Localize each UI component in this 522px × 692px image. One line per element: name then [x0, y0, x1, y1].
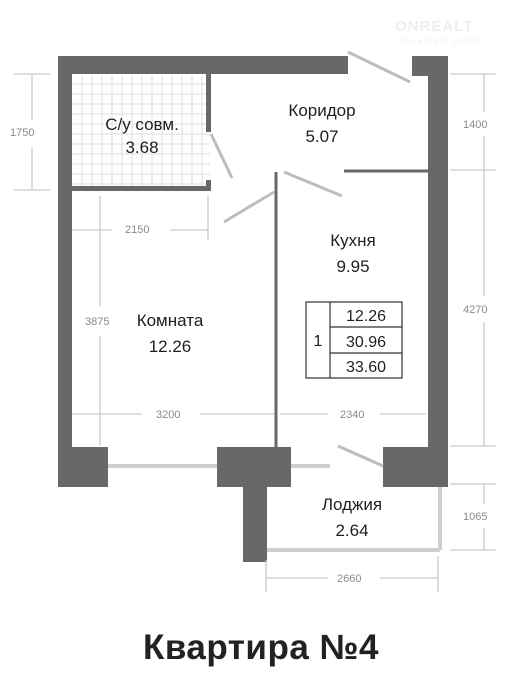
- bathroom-name: С/у совм.: [105, 115, 179, 134]
- loggia-name: Лоджия: [322, 495, 382, 514]
- bathroom-area: 3.68: [125, 138, 158, 157]
- bathroom-tiles: [72, 76, 210, 188]
- dimension-lines: [14, 73, 496, 592]
- corridor-name: Коридор: [288, 101, 355, 120]
- rooms-count: 1: [314, 333, 323, 350]
- left-wall: [58, 56, 72, 486]
- watermark-brand: ONREALT: [395, 18, 474, 35]
- living-area-value: 12.26: [346, 308, 386, 325]
- loggia-area: 2.64: [335, 521, 368, 540]
- bottom-right-pillar: [383, 447, 448, 487]
- dim-living-height: 3875: [85, 316, 109, 328]
- apartment-title: Квартира №4: [142, 628, 379, 667]
- bathroom-right-wall-upper: [206, 74, 211, 132]
- windows: [108, 464, 442, 552]
- loggia-left-wall: [243, 447, 267, 562]
- dim-bathroom-width: 2150: [125, 224, 149, 236]
- room-door: [223, 190, 275, 224]
- dim-loggia-width: 2660: [337, 573, 361, 585]
- bottom-left-pillar: [58, 447, 108, 487]
- living-room-area: 12.26: [149, 337, 192, 356]
- bathroom-bottom-wall: [72, 186, 210, 191]
- dim-corridor-height: 1400: [463, 119, 487, 131]
- kitchen-area: 9.95: [336, 257, 369, 276]
- top-wall: [58, 56, 348, 74]
- living-room-name: Комната: [137, 311, 204, 330]
- loggia-door: [337, 444, 384, 468]
- entrance-door: [347, 50, 411, 84]
- total-with-loggia-value: 33.60: [346, 359, 386, 376]
- total-area-value: 30.96: [346, 334, 386, 351]
- doors: [209, 50, 411, 468]
- dim-living-width: 3200: [156, 409, 180, 421]
- dim-kitchen-height: 4270: [463, 304, 487, 316]
- watermark-domain: real estate portal: [395, 36, 482, 45]
- dim-loggia-height: 1065: [463, 511, 487, 523]
- dim-kitchen-width: 2340: [340, 409, 364, 421]
- bathroom-door: [209, 133, 234, 179]
- walls: [58, 56, 448, 562]
- bathroom-right-wall-lower: [206, 180, 211, 191]
- corridor-area: 5.07: [305, 127, 338, 146]
- dim-bathroom-height: 1750: [10, 127, 34, 139]
- kitchen-name: Кухня: [330, 231, 376, 250]
- kitchen-door: [283, 170, 343, 198]
- top-right-pillar: [412, 56, 432, 76]
- right-wall: [428, 56, 448, 486]
- area-summary-table: 1 12.26 30.96 33.60: [305, 301, 403, 379]
